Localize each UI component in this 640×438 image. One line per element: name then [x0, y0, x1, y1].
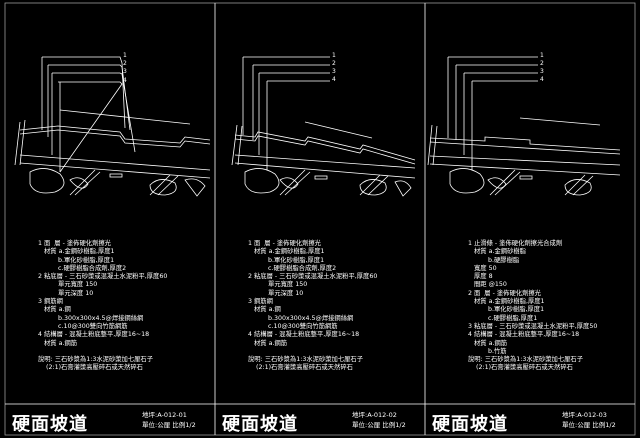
note-line: 1 面 層 - 塗佈硬化劑擦光 [248, 240, 321, 247]
note-line: 材質 a.金鋼砂樹脂 [468, 248, 526, 256]
callout-3: 3 [332, 68, 336, 75]
note-line: 說明: 三石砂漿為1:3水泥砂漿加七厘石子 [38, 356, 154, 364]
note-line: 材質 a.鋼筋 [38, 339, 78, 347]
note-line [38, 348, 167, 356]
callout-4: 4 [540, 76, 544, 83]
title-meta-2: 地坪:A-012-02 單位:公厘 比例1/2 [352, 410, 406, 430]
note-line: 3 鋼筋網 [248, 298, 273, 306]
material-notes-2: 1 面 層 - 塗佈硬化劑擦光 材質 a.金鋼砂樹脂,厚度1 b.軍化砂樹脂,厚… [248, 240, 377, 373]
material-notes-3: 1 止滑條 - 塗佈硬化劑擦光合成劑 材質 a.金鋼砂樹脂 b.硬膠樹脂 寬度 … [468, 240, 597, 373]
note-line: 2 粘底層 - 三石砂漿或混凝土水泥粉平,厚度60 [248, 273, 378, 281]
note-line: 3 鋼筋網 [38, 298, 63, 306]
note-line: 4 結構層 - 混凝土粉底整平,厚度16~18 [468, 331, 580, 339]
note-line: 說明: 三石砂漿為1:3水泥砂漿加七厘石子 [468, 356, 584, 364]
sheet-border [4, 2, 636, 436]
note-line: c.硬膠樹脂合成劑,厚度2 [248, 264, 337, 272]
drawing-number: 地坪:A-012-03 [562, 411, 607, 419]
unit-scale: 單位:公厘 比例1/2 [562, 421, 616, 429]
note-line: c.硬膠樹脂,厚度1 [468, 314, 538, 322]
title-meta-3: 地坪:A-012-03 單位:公厘 比例1/2 [562, 410, 616, 430]
note-line: 2 粘底層 - 三石砂漿或混凝土水泥粉平,厚度60 [38, 273, 168, 281]
callout-2: 2 [332, 60, 336, 67]
section-drawing-2 [231, 56, 416, 197]
note-line: 1 面 層 - 塗佈硬化劑擦光 [38, 240, 111, 247]
note-line: b.300x300x4.5@焊接鋼絲網 [38, 314, 144, 322]
note-line: c.硬膠樹脂合成劑,厚度2 [38, 264, 127, 272]
note-line [248, 348, 377, 356]
note-line: 4 結構層 - 混凝土粉底整平,厚度16~18 [248, 331, 360, 339]
note-line: 4 結構層 - 混凝土粉底整平,厚度16~18 [38, 331, 150, 339]
note-line: 材質 a.金鋼砂樹脂,厚度1 [38, 248, 115, 256]
material-notes-1: 1 面 層 - 塗佈硬化劑擦光 材質 a.金鋼砂樹脂,厚度1 b.軍化砂樹脂,厚… [38, 240, 167, 373]
section-drawing-1 [14, 56, 211, 197]
note-line: 材質 a.鋼 [248, 306, 281, 314]
note-line: 單元寬度 150 [38, 281, 98, 289]
note-line: b.軍化砂樹脂,厚度1 [248, 256, 325, 264]
note-line: c.10@300雙向竹筋網筋 [38, 322, 128, 330]
drawing-title-1: 硬面坡道 [12, 414, 88, 435]
note-line: 寬度 50 [468, 264, 497, 272]
note-line: 厚度 8 [468, 273, 493, 281]
unit-scale: 單位:公厘 比例1/2 [142, 421, 196, 429]
note-line: b.軍化砂樹脂,厚度1 [468, 306, 545, 314]
drawing-title-3: 硬面坡道 [432, 414, 508, 435]
note-line: 單元寬度 150 [248, 281, 308, 289]
note-line: 材質 a.鋼筋 [248, 339, 288, 347]
note-line: 材質 a.金鋼砂樹脂,厚度1 [248, 248, 325, 256]
note-line: (2:1)石膏灌漿高壓碎石或天然碎石 [468, 364, 573, 372]
note-line: 間距 @150 [468, 281, 507, 289]
note-line: 1 止滑條 - 塗佈硬化劑擦光合成劑 [468, 240, 563, 247]
callout-3: 3 [540, 68, 544, 75]
note-line: 單元深度 10 [248, 289, 304, 297]
note-line: c.10@300雙向竹筋網筋 [248, 322, 338, 330]
note-line: b.硬膠樹脂 [468, 256, 520, 264]
drawing-number: 地坪:A-012-01 [142, 411, 187, 419]
callout-2: 2 [540, 60, 544, 67]
note-line: 單元深度 10 [38, 289, 94, 297]
section-drawing-3 [427, 56, 621, 196]
callout-1: 1 [332, 52, 336, 59]
note-line: b.軍化砂樹脂,厚度1 [38, 256, 115, 264]
callout-3: 3 [123, 68, 127, 75]
note-line: 3 粘底層 - 三石砂漿或混凝土水泥粉平,厚度50 [468, 322, 598, 330]
unit-scale: 單位:公厘 比例1/2 [352, 421, 406, 429]
note-line: 說明: 三石砂漿為1:3水泥砂漿加七厘石子 [248, 356, 364, 364]
note-line: b.300x300x4.5@焊接鋼絲網 [248, 314, 354, 322]
callout-4: 4 [123, 77, 127, 84]
callout-2: 2 [123, 60, 127, 67]
drawing-title-2: 硬面坡道 [222, 414, 298, 435]
note-line: 2 面 層 - 塗佈硬化劑擦光 [468, 289, 541, 297]
callout-1: 1 [540, 52, 544, 59]
note-line: 材質 a.鋼 [38, 306, 71, 314]
callout-1: 1 [123, 52, 127, 59]
drawing-number: 地坪:A-012-02 [352, 411, 397, 419]
note-line: 材質 a.鋼筋 [468, 339, 508, 347]
callout-4: 4 [332, 76, 336, 83]
note-line: b.竹筋 [468, 347, 507, 355]
note-line: (2:1)石膏灌漿高壓碎石或天然碎石 [38, 364, 143, 372]
note-line: (2:1)石膏灌漿高壓碎石或天然碎石 [248, 364, 353, 372]
note-line: 材質 a.金鋼砂樹脂,厚度1 [468, 298, 545, 306]
title-meta-1: 地坪:A-012-01 單位:公厘 比例1/2 [142, 410, 196, 430]
